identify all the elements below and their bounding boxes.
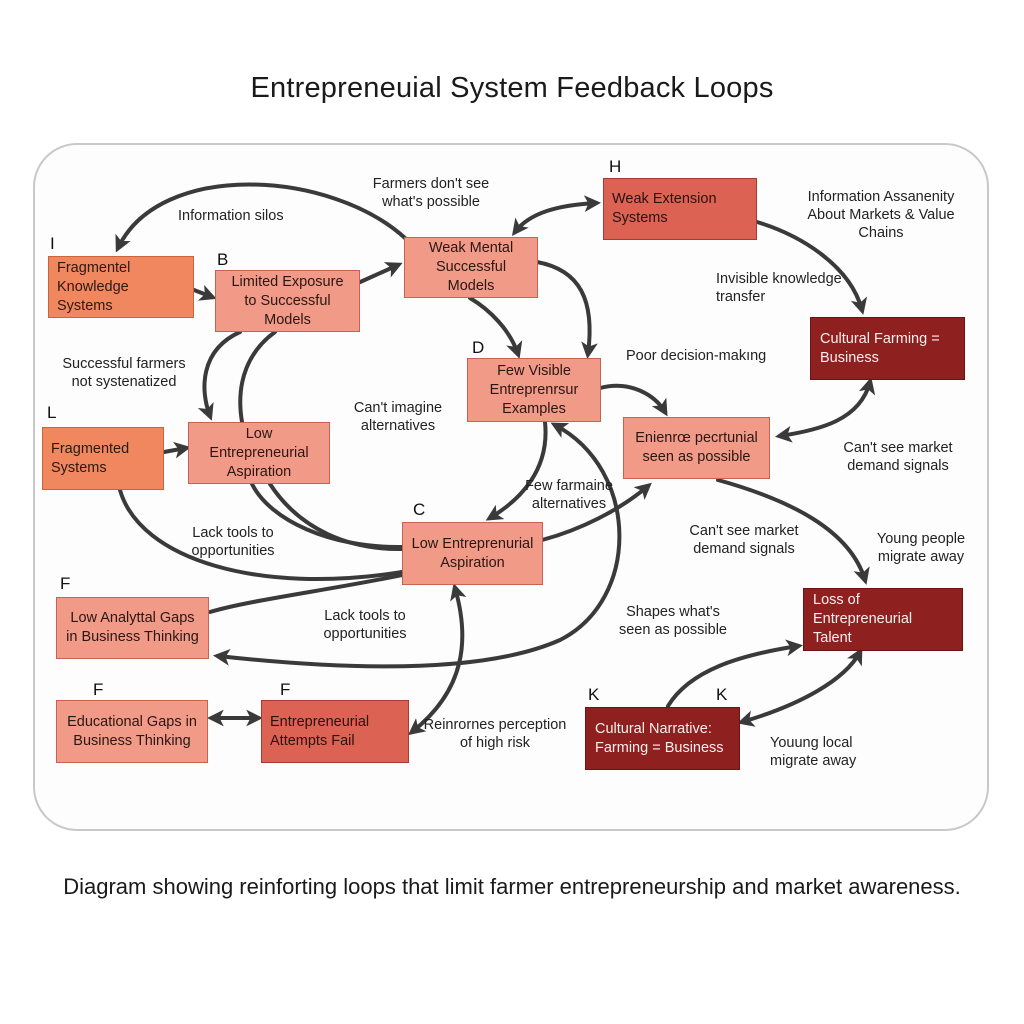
node-label: Educational Gaps in Business Thinking [67,713,197,749]
node-loss-of-entrepreneurial-talent[interactable]: Loss of Entrepreneurial Talent [803,588,963,651]
edge-label-cant-imagine: Can't imagine alternatives [353,400,443,434]
node-letter-l: L [47,403,57,422]
arrow-limited-to-lowasp [197,330,242,421]
diagram-title: Entrepreneuial System Feedback Loops [250,72,774,104]
node-label: Few Visible Entreprenrsur Examples [489,362,579,417]
arrow-lowasp-to-c-b [268,482,404,552]
edge-label-farmers-dont-see: Farmers don't see what's possible [372,176,490,210]
edge-label-few-farmaine: Few farmaine alternatives [525,478,613,512]
node-letter-f-attempts: F [280,680,291,699]
node-label: Weak Mental Successful Models [428,240,514,294]
node-letter-c: C [413,500,426,519]
edge-label-cant-see-market-right: Can't see market demand signals [843,440,953,474]
node-label: Low Analyttal Gaps in Business Thinking [66,610,199,645]
edge-label-young-local: Youung local migrate away [770,735,857,769]
node-letter-k-2: K [716,685,728,704]
node-letter-f-analytical: F [60,574,71,593]
node-few-visible-examples[interactable]: Few Visible Entreprenrsur Examples [467,358,601,422]
arrow-cultural-seen [775,377,876,443]
node-fragmented-knowledge-systems[interactable]: Fragmentel Knowledge Systems [48,256,194,318]
arrow-cultural-to-loss [666,639,803,708]
node-entrepreneurial-attempts-fail[interactable]: Entrepreneurial Attempts Fail [261,700,409,763]
edge-label-poor-decision: Poor decision-makıng [626,348,767,364]
node-label: Limited Exposure to Successful Models [231,273,344,328]
diagram-caption: Diagram showing reinforting loops that l… [63,874,961,899]
arrow-lowasp-to-limited [238,330,277,424]
arrow-cultural-loss [737,647,863,727]
node-weak-mental-models[interactable]: Weak Mental Successful Models [404,237,538,298]
node-label: Cultural Narrative: Farming = Business [595,720,724,756]
arrow-fragmented-to-limited [192,284,217,301]
node-fragmented-systems[interactable]: Fragmented Systems [42,427,164,490]
node-label: Cultural Farming = Business [820,330,940,366]
node-letter-d: D [472,338,485,357]
node-label: Weak Extension Systems [612,191,717,226]
arrow-weakextension-weakmental [511,195,602,237]
edge-label-invisible-transfer: Invisible knowledge transfer [716,271,842,305]
arrow-fewvisible-loop-to-analytical [212,422,622,669]
node-letter-b: B [217,250,229,269]
edge-label-shapes-possible: Shapes what's seen as possible [618,604,727,638]
node-label: Loss of Entrepreneurial Talent [813,592,913,646]
edge-label-information-silos: Information silos [178,208,284,224]
node-label: Fragmented Systems [51,440,130,476]
edge-label-reinforces-risk: Reinrornes perception of high risk [423,717,567,751]
edge-label-lack-tools-lower: Lack tools to opportunities [323,608,407,642]
node-label: Enienrœ pecrtunial seen as possible [635,430,758,465]
node-educational-gaps[interactable]: Educational Gaps in Business Thinking [56,700,208,763]
arrow-fewvisible-to-seen [598,383,668,417]
arrow-fragsys-to-lowasp [162,441,191,459]
node-letter-k-1: K [588,685,600,704]
arrow-seen-to-loss [716,478,870,585]
arrow-c-attemptsfail [408,583,467,736]
node-low-entrepreneurial-aspiration-left[interactable]: Low Entrepreneurial Aspiration [188,422,330,484]
node-label: Fragmentel Knowledge Systems [57,259,131,314]
node-low-analytical-gaps[interactable]: Low Analyttal Gaps in Business Thinking [56,597,209,659]
node-entrepreneurship-seen-possible[interactable]: Enienrœ pecrtunial seen as possible [623,417,770,479]
node-label: Low Entrepreneurial Aspiration [209,425,309,480]
edge-label-successful-farmers: Successful farmers not systenatized [62,356,186,390]
node-cultural-farming-business[interactable]: Cultural Farming = Business [810,317,965,380]
node-label: Low Entreprenurial Aspiration [411,535,534,571]
arrow-weakmental-to-fragmented [115,182,407,253]
node-limited-exposure[interactable]: Limited Exposure to Successful Models [215,270,360,332]
edge-label-cant-see-market-mid: Can't see market demand signals [689,523,799,557]
node-letter-i: I [50,234,55,253]
node-letter-h: H [609,157,622,176]
arrow-limited-to-weakmental [356,262,403,285]
arrow-weakmental-to-fewvisible-a [468,296,523,359]
node-low-entrepreneurial-aspiration-c[interactable]: Low Entreprenurial Aspiration [402,522,543,585]
node-letter-f-educational: F [93,680,104,699]
node-cultural-narrative[interactable]: Cultural Narrative: Farming = Business [585,707,740,770]
node-label: Entrepreneurial Attempts Fail [270,713,370,749]
edge-label-young-people: Young people migrate away [876,531,966,565]
edge-label-lack-tools-upper: Lack tools to opportunities [191,525,275,559]
node-weak-extension-systems[interactable]: Weak Extension Systems [603,178,757,240]
edge-label-information-asymmetry: Information Assanenity About Markets & V… [807,189,955,241]
arrow-weakmental-to-fewvisible-b [535,260,598,359]
arrow-weakextension-to-cultural [755,220,868,315]
